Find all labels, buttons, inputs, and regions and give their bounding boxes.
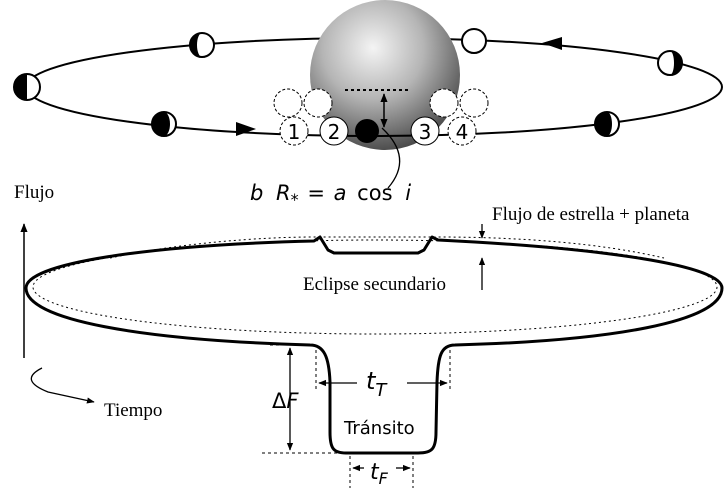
planet-phase-lower-left <box>151 111 177 137</box>
planet-contact-3 <box>410 116 440 146</box>
secondary-eclipse-label: Eclipse secundario <box>303 274 446 295</box>
orbit-direction-arrow-front <box>236 122 256 136</box>
time-axis-label: Tiempo <box>104 400 162 421</box>
impact-parameter-leader <box>381 127 401 189</box>
orbit-section: 1 2 3 4 b R* = <box>13 0 723 210</box>
star-planet-flux-label: Flujo de estrella + planeta <box>492 204 690 225</box>
star <box>310 0 460 150</box>
light-curve <box>24 235 724 455</box>
reference-ellipse-inner <box>32 239 718 335</box>
planet-phase-right <box>657 50 683 76</box>
planet-mid-transit <box>355 119 379 143</box>
planet-phase-left <box>13 73 41 101</box>
planet-phase-upper-right <box>461 28 487 54</box>
impact-parameter-equation: b R* = a cos i <box>250 181 411 210</box>
planet-contact-1 <box>279 116 309 146</box>
contact-label-1: 1 <box>288 120 301 144</box>
flux-axis-label: Flujo <box>14 182 54 203</box>
planet-ghost <box>459 88 489 118</box>
planet-ghost <box>273 88 303 118</box>
contact-label-4: 4 <box>456 120 469 144</box>
planet-phase-upper-left <box>189 32 215 58</box>
star-planet-flux-baseline <box>109 236 665 259</box>
planet-contact-2 <box>319 116 349 146</box>
planet-ghost <box>303 88 333 118</box>
transit-depth-label: ΔF <box>272 389 299 413</box>
time-axis <box>30 367 95 404</box>
planet-contact-4 <box>447 116 477 146</box>
planet-ghost <box>429 88 459 118</box>
t-flat-label: tF <box>370 460 389 488</box>
transit-label: Tránsito <box>343 418 415 439</box>
orbit-direction-arrow-back <box>542 37 562 50</box>
contact-label-3: 3 <box>419 120 432 144</box>
light-curve-section: Flujo Tiempo Flujo de estrella + planeta… <box>14 182 724 488</box>
t-total-label: tT <box>366 367 388 401</box>
planet-phase-lower-right <box>594 111 620 137</box>
contact-label-2: 2 <box>328 120 341 144</box>
